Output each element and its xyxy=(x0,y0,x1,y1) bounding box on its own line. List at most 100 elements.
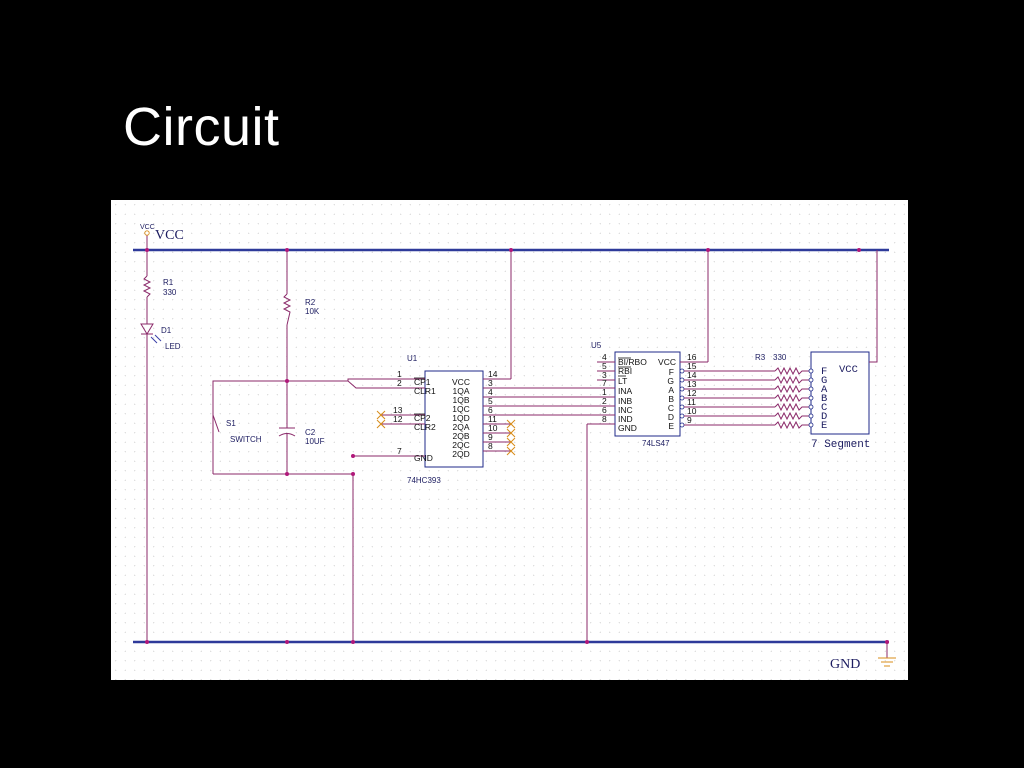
u5-pin2-num: 2 xyxy=(602,396,607,406)
c2-capacitor xyxy=(278,427,296,437)
u5-pin11-num: 11 xyxy=(687,397,696,407)
u1-pin14-name: VCC xyxy=(452,377,470,387)
u1-pin5-name: 1QC xyxy=(452,404,469,414)
u1-pin2-name: CLR1 xyxy=(414,386,436,396)
u1-pin4-num: 4 xyxy=(488,387,493,397)
u1-pin10-num: 10 xyxy=(488,423,498,433)
s1-value: SWITCH xyxy=(230,435,262,444)
c2-ref: C2 xyxy=(305,428,316,437)
u5-pin15-num: 15 xyxy=(687,361,697,371)
u5-pin12-name: B xyxy=(668,394,674,404)
slide-title: Circuit xyxy=(123,97,280,157)
u5-pin16-name: VCC xyxy=(658,357,676,367)
u1-pin7-num: 7 xyxy=(397,446,402,456)
r3-ref: R3 xyxy=(755,353,766,362)
r2-value: 10K xyxy=(305,307,320,316)
u5-right-pins: VCC 16 F 15 G 14 A 13 B 12 C 11 D 10 E 9 xyxy=(658,352,708,431)
u1-ref: U1 xyxy=(407,354,418,363)
u5-pin7-name: INA xyxy=(618,386,633,396)
u5-output-bubbles xyxy=(679,368,685,428)
u5-ref: U5 xyxy=(591,341,602,350)
u1-part: 74HC393 xyxy=(407,476,441,485)
u5-pin4-name: BI/RBO xyxy=(618,357,647,367)
u1-chip xyxy=(424,370,484,468)
u1-pin13-num: 13 xyxy=(393,405,403,415)
u5-pin9-num: 9 xyxy=(687,415,692,425)
segment-pin-c: C xyxy=(821,402,827,414)
junction-dots xyxy=(145,248,889,644)
u5-pin9-name: E xyxy=(668,421,674,431)
r2-ref: R2 xyxy=(305,298,316,307)
segment-pin-d: D xyxy=(821,411,827,423)
u1-pin1-name: CP1 xyxy=(414,377,431,387)
u1-pin12-num: 12 xyxy=(393,414,403,424)
u1-left-pins: 1 CP1 2 CLR1 13 CP2 12 CLR2 7 GND xyxy=(353,369,436,463)
u1-pin2-num: 2 xyxy=(397,378,402,388)
segment-pin-e: E xyxy=(821,420,827,432)
segment-pin-g: G xyxy=(821,375,827,387)
d1-led xyxy=(140,323,162,344)
u5-pin13-num: 13 xyxy=(687,379,697,389)
d1-value: LED xyxy=(165,342,181,351)
u1-pin9-num: 9 xyxy=(488,432,493,442)
u5-pin10-num: 10 xyxy=(687,406,697,416)
u1-pin6-name: 1QD xyxy=(452,413,469,423)
segment-vcc-label: VCC xyxy=(839,364,858,376)
u5-pin5-name: RBI xyxy=(618,366,632,376)
u1-pin9-name: 2QC xyxy=(452,440,469,450)
u1-pin4-name: 1QB xyxy=(452,395,469,405)
segment-input-bubbles xyxy=(808,368,814,428)
gnd-symbol: GND xyxy=(830,642,896,672)
u1-pin6-num: 6 xyxy=(488,405,493,415)
u5-pin4-num: 4 xyxy=(602,352,607,362)
u5-pin1-name: INB xyxy=(618,396,633,406)
segment-pin-b: B xyxy=(821,393,827,405)
u5-pin6-num: 6 xyxy=(602,405,607,415)
u5-pin8-name: GND xyxy=(618,423,637,433)
u5-pin1-num: 1 xyxy=(602,387,607,397)
seven-segment-display xyxy=(810,351,870,435)
u1-pin1-num: 1 xyxy=(397,369,402,379)
s1-ref: S1 xyxy=(226,419,236,428)
u5-pin6-name: IND xyxy=(618,414,633,424)
u5-pin16-num: 16 xyxy=(687,352,697,362)
u1-pin8-name: 2QD xyxy=(452,449,469,459)
u5-pin11-name: C xyxy=(668,403,674,413)
u5-chip xyxy=(614,351,681,437)
u5-pin14-num: 14 xyxy=(687,370,697,380)
u1-pin10-name: 2QB xyxy=(452,431,469,441)
schematic-diagram: VCC VCC GND R1 330 D1 LED R2 10K S1 SWIT… xyxy=(133,224,896,672)
segment-label: 7 Segment xyxy=(811,439,870,451)
u1-right-pins: VCC 14 1QA 3 1QB 4 1QC 5 1QD 6 2QA 11 2Q… xyxy=(452,369,607,459)
u1-pin3-name: 1QA xyxy=(452,386,469,396)
r3-resistor-network xyxy=(684,366,811,430)
u5-pin2-name: INC xyxy=(618,405,633,415)
vcc-small-label: VCC xyxy=(140,224,155,231)
s1-switch xyxy=(212,414,220,474)
u5-pin12-num: 12 xyxy=(687,388,697,398)
u1-pin13-name: CP2 xyxy=(414,413,431,423)
u5-pin3-num: 3 xyxy=(602,370,607,380)
u5-pin3-name: LT xyxy=(618,376,627,386)
u1-pin5-num: 5 xyxy=(488,396,493,406)
u1-pin11-name: 2QA xyxy=(452,422,469,432)
segment-pin-f: F xyxy=(821,366,827,378)
gnd-label: GND xyxy=(830,657,860,672)
segment-pin-a: A xyxy=(821,384,828,396)
u5-pin14-name: G xyxy=(667,376,674,386)
u5-left-pins: 4 BI/RBO 5 RBI 3 LT 7 INA 1 INB 2 INC 6 … xyxy=(587,352,647,433)
u5-pin15-name: F xyxy=(669,367,674,377)
d1-ref: D1 xyxy=(161,326,172,335)
u5-part: 74LS47 xyxy=(642,439,670,448)
r1-ref: R1 xyxy=(163,278,174,287)
c2-value: 10UF xyxy=(305,437,325,446)
u1-pin3-num: 3 xyxy=(488,378,493,388)
u1-pin14-num: 14 xyxy=(488,369,498,379)
r3-value: 330 xyxy=(773,353,787,362)
u5-pin7-num: 7 xyxy=(602,378,607,388)
u1-pin7-name: GND xyxy=(414,453,433,463)
r1-value: 330 xyxy=(163,288,177,297)
r1-resistor xyxy=(142,275,152,298)
u5-pin8-num: 8 xyxy=(602,414,607,424)
vcc-label: VCC xyxy=(155,228,184,243)
